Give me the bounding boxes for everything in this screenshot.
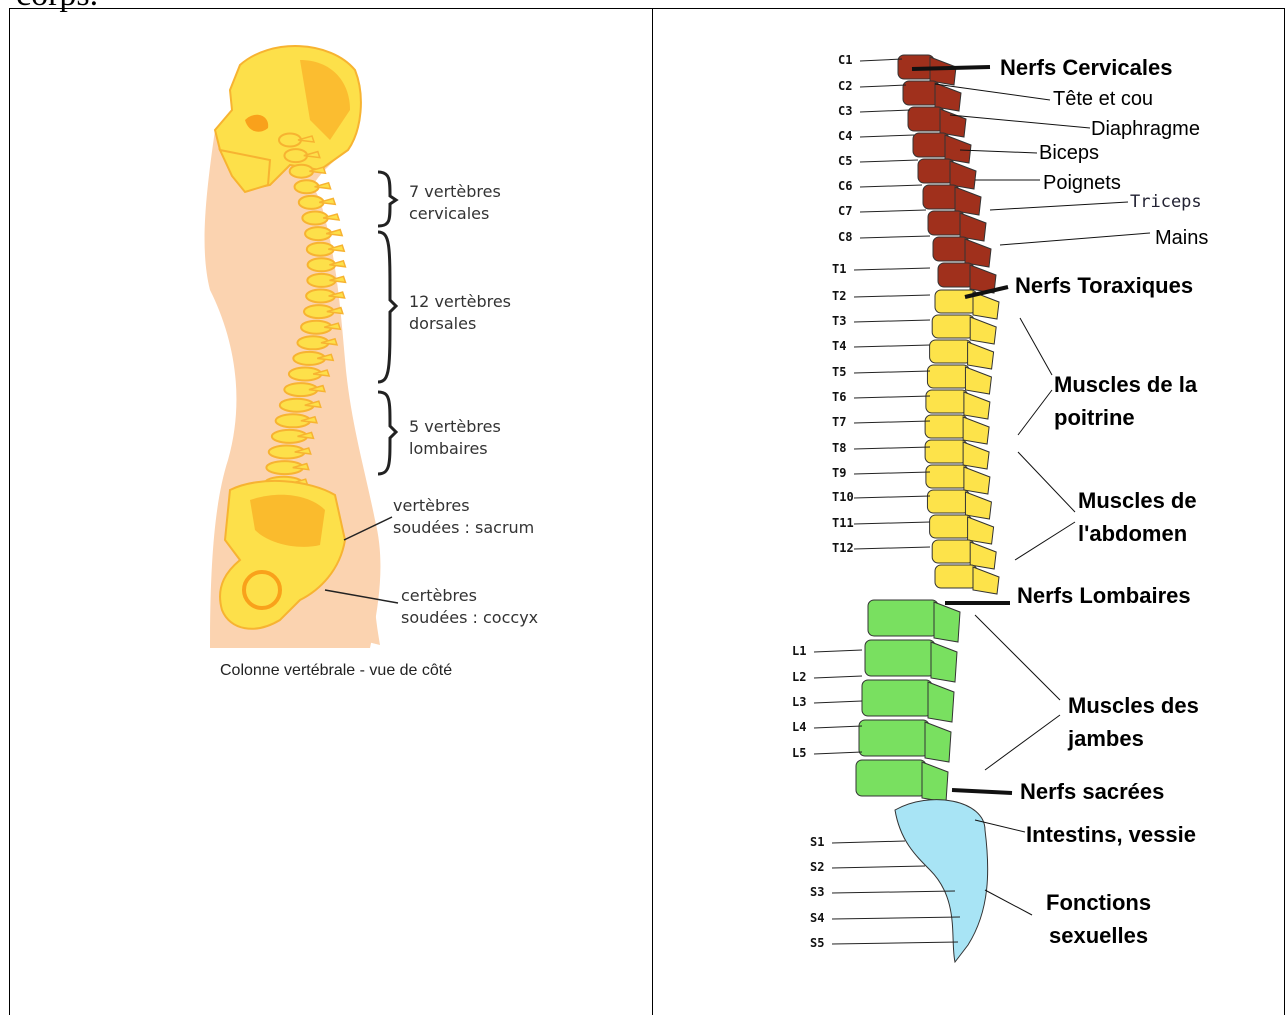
vertebra-level-label: T1 (832, 262, 846, 276)
label-diaphragme: Diaphragme (1091, 118, 1200, 141)
hip-socket (244, 572, 280, 608)
vertebra (279, 134, 301, 147)
vertebra-level-label: C6 (838, 179, 852, 193)
vertebra-level-label: T5 (832, 365, 846, 379)
label-nerfs-lombaires: Nerfs Lombaires (1017, 579, 1191, 612)
vertebra-level-label: L3 (792, 695, 806, 709)
vertebra-level-label: T9 (832, 466, 846, 480)
label-nerfs-toraxiques: Nerfs Toraxiques (1015, 269, 1193, 302)
figure-caption: Colonne vertébrale - vue de côté (220, 662, 452, 680)
vertebra-level-label: C7 (838, 204, 852, 218)
vertebra-level-label: S3 (810, 885, 824, 899)
label-intestins-vessie: Intestins, vessie (1026, 818, 1196, 851)
vertebra-level-label: S4 (810, 911, 824, 925)
vertebra-level-label: T2 (832, 289, 846, 303)
vertebra-level-label: L2 (792, 670, 806, 684)
spine-side-view-illustration (0, 0, 652, 1015)
label-nerfs-cervicales: Nerfs Cervicales (1000, 51, 1172, 84)
vertebra-level-label: S1 (810, 835, 824, 849)
vertebra-level-label: C3 (838, 104, 852, 118)
vertebra-level-label: L1 (792, 644, 806, 658)
vertebra-level-label: T7 (832, 415, 846, 429)
label-triceps: Triceps (1130, 192, 1202, 212)
vertebra-level-label: T6 (832, 390, 846, 404)
vertebra-level-label: C4 (838, 129, 852, 143)
table-column-divider (652, 8, 653, 1015)
vertebra-level-label: L4 (792, 720, 806, 734)
bracket-dorsal (378, 232, 396, 382)
bracket-lombaire (378, 392, 396, 474)
vertebra-level-label: L5 (792, 746, 806, 760)
vertebra-level-label: S5 (810, 936, 824, 950)
label-biceps: Biceps (1039, 142, 1099, 165)
label-mains: Mains (1155, 227, 1208, 250)
vertebra-level-label: C2 (838, 79, 852, 93)
vertebra-level-label: T10 (832, 490, 854, 504)
vertebra-level-label: C8 (838, 230, 852, 244)
vertebra-level-label: T8 (832, 441, 846, 455)
vertebra-level-label: S2 (810, 860, 824, 874)
vertebra-level-label: C5 (838, 154, 852, 168)
label-tete-cou: Tête et cou (1053, 88, 1153, 111)
bracket-cervical (378, 172, 396, 226)
vertebra-level-label: T3 (832, 314, 846, 328)
vertebra-level-label: T12 (832, 541, 854, 555)
vertebra-level-label: T11 (832, 516, 854, 530)
vertebra-level-label: T4 (832, 339, 846, 353)
label-poignets: Poignets (1043, 172, 1121, 195)
vertebra-level-label: C1 (838, 53, 852, 67)
label-nerfs-sacrees: Nerfs sacrées (1020, 775, 1164, 808)
